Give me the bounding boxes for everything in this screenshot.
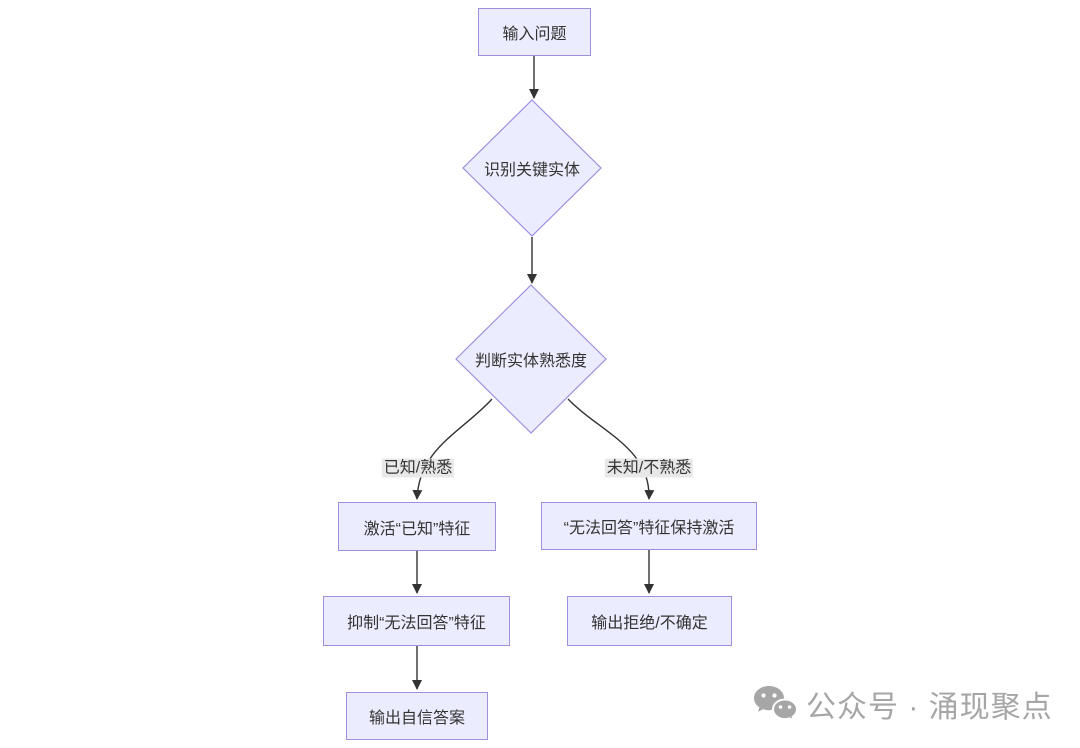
edge-judge-to-keep-unable-active xyxy=(567,398,655,500)
edge-judge-to-activate-known xyxy=(412,398,493,500)
diamond-identify-entities xyxy=(462,99,602,237)
node-input-question: 输入问题 xyxy=(478,8,591,56)
diamond-label-identify-entities: 识别关键实体 xyxy=(483,162,581,179)
node-output-confident-answer: 输出自信答案 xyxy=(346,692,488,740)
watermark-text: 公众号 · 涌现聚点 xyxy=(806,691,1053,724)
node-output-refusal-uncertain: 输出拒绝/不确定 xyxy=(567,596,732,646)
node-keep-unable-feature-active: “无法回答”特征保持激活 xyxy=(541,502,757,550)
diamond-judge-familiarity xyxy=(455,284,607,434)
node-activate-known-feature: 激活“已知”特征 xyxy=(338,502,496,551)
edge-label-unknown-unfamiliar: 未知/不熟悉 xyxy=(604,458,694,478)
diamond-label-judge-familiarity: 判断实体熟悉度 xyxy=(474,353,588,370)
edge-label-known-familiar: 已知/熟悉 xyxy=(381,458,455,478)
watermark: 公众号 · 涌现聚点 xyxy=(752,682,1053,726)
wechat-icon xyxy=(754,686,798,723)
node-suppress-unable-feature: 抑制“无法回答”特征 xyxy=(323,596,510,646)
